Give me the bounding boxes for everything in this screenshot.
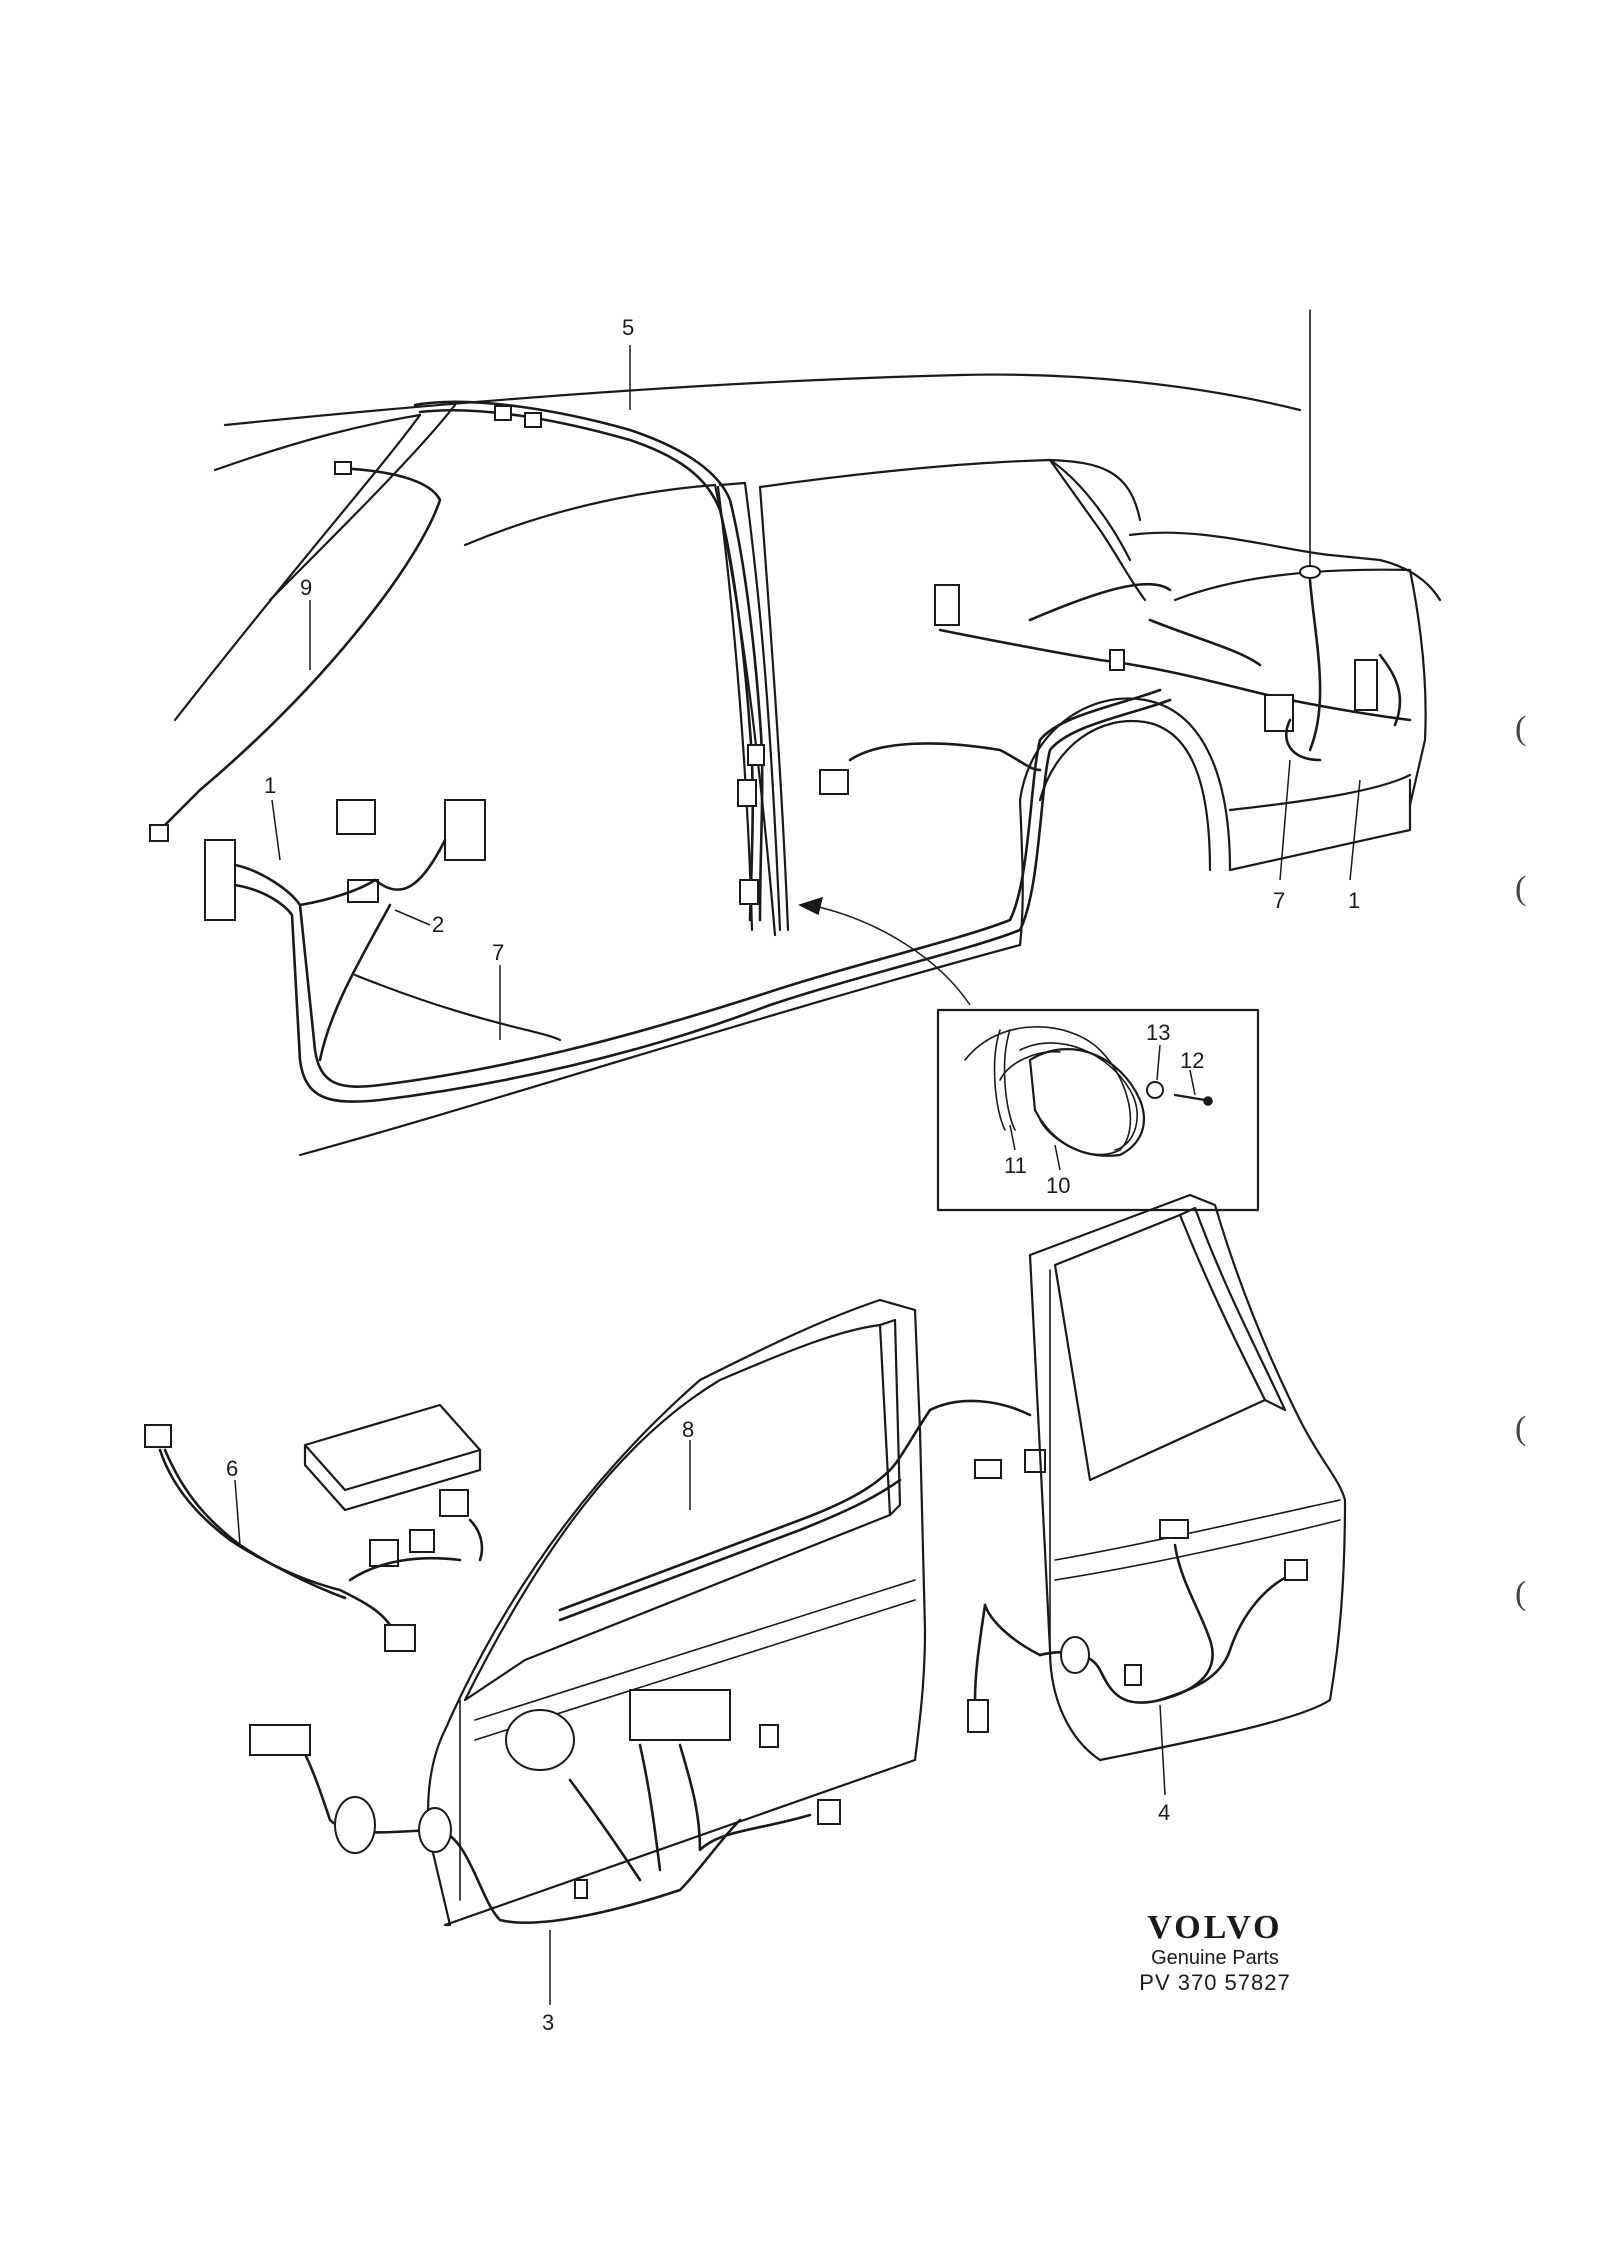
callout-11: 11 (1004, 1153, 1027, 1178)
binding-mark: ( (1515, 870, 1527, 907)
brand-block: VOLVO Genuine Parts PV 370 57827 (1100, 1910, 1330, 1996)
callout-2: 2 (432, 912, 444, 937)
harness-rear-door (967, 1519, 1308, 1733)
harness-dash (144, 1403, 484, 1652)
brand-subtitle: Genuine Parts (1151, 1947, 1279, 1969)
volvo-logo: VOLVO (1147, 1909, 1283, 1946)
callout-6: 6 (226, 1456, 238, 1481)
harness-front-door (249, 1399, 1046, 1924)
callout-labels: 5 9 1 2 7 7 1 13 12 11 10 8 6 4 3 (226, 315, 1360, 2035)
binding-mark: ( (1515, 710, 1527, 747)
detail-inset (936, 1008, 1260, 1212)
rear-door (1028, 1193, 1347, 1762)
callout-1-right: 1 (1348, 888, 1360, 913)
callout-3: 3 (542, 2010, 554, 2035)
callout-7-left: 7 (492, 940, 504, 965)
part-number: PV 370 57827 (1139, 1970, 1291, 1995)
harness-front-left (204, 688, 1172, 1103)
binding-mark: ( (1515, 1410, 1527, 1447)
callout-7-right: 7 (1273, 888, 1285, 913)
callout-12: 12 (1180, 1048, 1204, 1073)
front-door (427, 1298, 927, 1927)
callout-1-left: 1 (264, 773, 276, 798)
harness-windshield (149, 461, 442, 842)
callout-13: 13 (1146, 1020, 1170, 1045)
car-body (173, 373, 1442, 1157)
binding-mark: ( (1515, 1575, 1527, 1612)
callout-leaders (234, 345, 1361, 2005)
callout-9: 9 (300, 575, 312, 600)
callout-10: 10 (1046, 1173, 1070, 1198)
callout-8: 8 (682, 1417, 694, 1442)
callout-5: 5 (622, 315, 634, 340)
detail-arrow (798, 896, 971, 1006)
harness-rear (819, 309, 1412, 795)
harness-roof (413, 400, 765, 922)
callout-4: 4 (1158, 1800, 1170, 1825)
